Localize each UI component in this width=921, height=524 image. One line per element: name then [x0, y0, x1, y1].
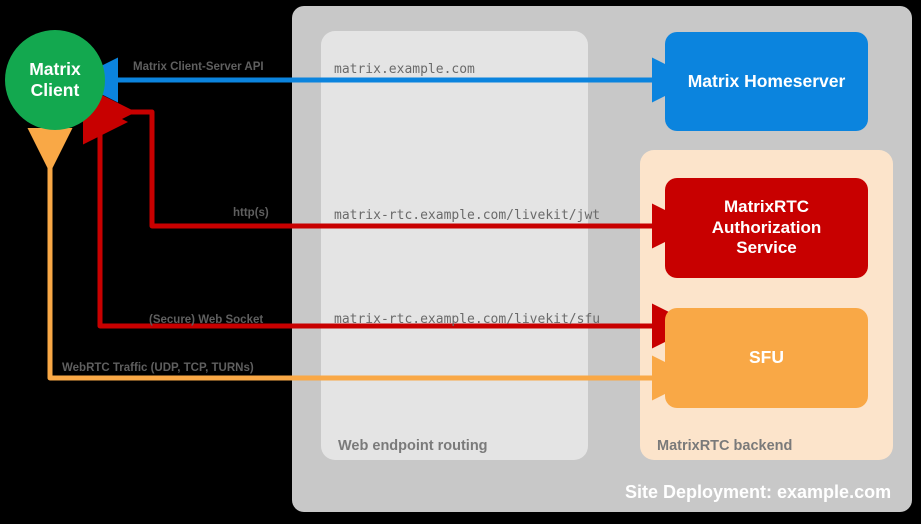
auth-service-label-line3: Service	[736, 238, 797, 258]
auth-service-label-line2: Authorization	[711, 217, 822, 237]
auth-service-label-line1: MatrixRTC	[723, 196, 809, 216]
endpoint-url-jwt: matrix-rtc.example.com/livekit/jwt	[334, 208, 601, 223]
edge-label-http-s: http(s)	[233, 207, 269, 219]
edge-webrtc-traffic	[27, 128, 697, 401]
node-matrixrtc-authorization-service[interactable]: MatrixRTC Authorization Service	[665, 178, 868, 278]
edge-label-secure-web-socket: (Secure) Web Socket	[149, 314, 264, 326]
matrixrtc-backend-caption: MatrixRTC backend	[657, 438, 793, 454]
matrix-client-label-line2: Client	[30, 80, 80, 100]
node-matrix-homeserver[interactable]: Matrix Homeserver	[665, 32, 868, 131]
node-matrix-client[interactable]: Matrix Client	[5, 30, 105, 130]
site-deployment-caption: Site Deployment: example.com	[625, 482, 892, 502]
matrix-homeserver-label: Matrix Homeserver	[687, 70, 846, 91]
endpoint-url-homeserver: matrix.example.com	[334, 62, 475, 77]
web-endpoint-routing-caption: Web endpoint routing	[338, 438, 488, 454]
endpoint-url-sfu: matrix-rtc.example.com/livekit/sfu	[334, 312, 601, 327]
sfu-label: SFU	[749, 347, 784, 368]
matrix-client-label-line1: Matrix	[29, 59, 81, 79]
node-sfu[interactable]: SFU	[665, 308, 868, 408]
edge-label-client-server-api: Matrix Client-Server API	[133, 61, 264, 73]
edge-label-webrtc-traffic: WebRTC Traffic (UDP, TCP, TURNs)	[62, 362, 254, 374]
